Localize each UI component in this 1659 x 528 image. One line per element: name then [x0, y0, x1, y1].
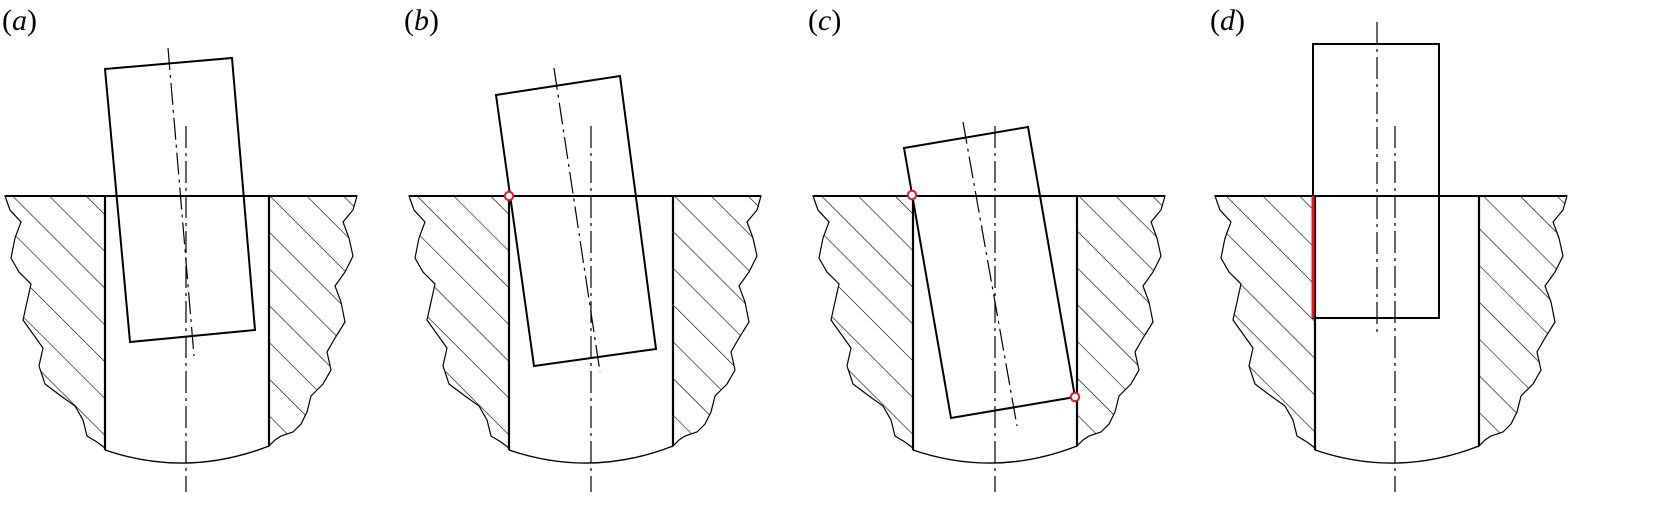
hatched-block-right — [672, 195, 762, 448]
panel-label-c-open: ( — [808, 4, 818, 37]
hatched-block-left — [1214, 195, 1316, 450]
panels-layer — [4, 22, 1568, 492]
hatched-block-left — [408, 195, 510, 450]
panel-label-a-letter: a — [12, 4, 27, 37]
hole-bottom-curve — [104, 445, 270, 464]
peg-outline — [494, 74, 658, 368]
hatched-block-right — [1076, 195, 1166, 448]
panel-label-b: (b) — [404, 4, 439, 38]
panel-label-b-letter: b — [414, 4, 429, 37]
peg-outline — [1312, 43, 1440, 319]
peg-axis — [167, 47, 195, 357]
panel-b — [408, 67, 762, 492]
panel-label-d-open: ( — [1210, 4, 1220, 37]
panel-label-b-close: ) — [429, 4, 439, 37]
panel-label-a: (a) — [2, 4, 37, 38]
contact-point-2 — [1069, 391, 1081, 403]
panel-d — [1214, 22, 1568, 492]
hole-bottom-curve — [1314, 445, 1480, 464]
hatched-block-right — [268, 195, 358, 448]
panel-label-a-open: ( — [2, 4, 12, 37]
contact-point-1 — [503, 190, 515, 202]
panel-label-b-open: ( — [404, 4, 414, 37]
panel-a — [4, 47, 358, 492]
panel-label-c: (c) — [808, 4, 841, 38]
panel-label-d: (d) — [1210, 4, 1245, 38]
hatched-block-left — [812, 195, 914, 450]
panel-label-d-close: ) — [1235, 4, 1245, 37]
panel-c — [812, 121, 1166, 492]
panel-label-a-close: ) — [27, 4, 37, 37]
contact-point-1 — [906, 189, 918, 201]
peg-axis — [553, 67, 601, 373]
peg-axis — [962, 121, 1018, 427]
peg-outline — [103, 56, 257, 344]
panel-label-c-letter: c — [818, 4, 832, 37]
hatched-block-right — [1478, 195, 1568, 448]
hatched-block-left — [4, 195, 106, 450]
panel-label-d-letter: d — [1220, 4, 1235, 37]
panel-label-c-close: ) — [831, 4, 842, 37]
